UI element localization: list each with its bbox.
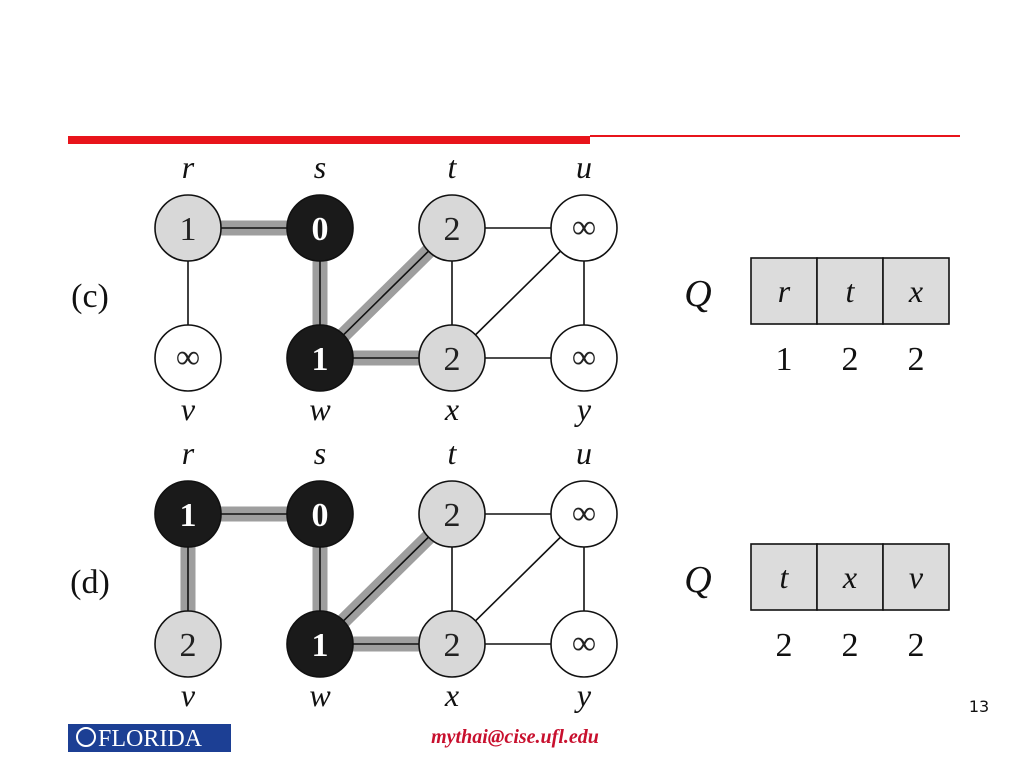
vertex-u-circle [550, 480, 618, 548]
queue-item: v [909, 559, 924, 595]
vertex-v-name: v [181, 391, 196, 427]
vertex-w-name: w [309, 677, 331, 713]
university-logo: FLORIDA [68, 724, 231, 752]
panel-label: (d) [70, 564, 110, 601]
queue-item: t [780, 559, 790, 595]
vertex-w-circle [286, 610, 354, 678]
vertex-v-distance: ∞ [176, 339, 200, 376]
vertex-x-name: x [444, 391, 459, 427]
queue-cell [750, 257, 818, 325]
queue-cell [882, 543, 950, 611]
vertex-x-distance: 2 [444, 341, 461, 378]
vertex-w-distance: 1 [312, 627, 329, 664]
queue-cell [882, 257, 950, 325]
vertex-y-circle [550, 610, 618, 678]
vertex-s-name: s [314, 149, 326, 185]
vertex-u-distance: ∞ [572, 209, 596, 246]
vertex-t-distance: 2 [444, 497, 461, 534]
vertex-s-circle [286, 194, 354, 262]
vertex-w-distance: 1 [312, 341, 329, 378]
queue-item: t [846, 273, 856, 309]
title-rule-thin [590, 135, 960, 137]
vertex-r-name: r [182, 149, 195, 185]
vertex-r-distance: 1 [180, 211, 197, 248]
vertex-w-circle [286, 324, 354, 392]
vertex-y-name: y [574, 677, 592, 713]
queue-item: x [842, 559, 857, 595]
vertex-s-name: s [314, 435, 326, 471]
queue-item: r [778, 273, 791, 309]
author-email: mythai@cise.ufl.edu [431, 726, 599, 748]
vertex-r-circle [154, 194, 222, 262]
queue-item-distance: 1 [776, 341, 793, 378]
vertex-x-name: x [444, 677, 459, 713]
vertex-t-circle [418, 194, 486, 262]
vertex-x-circle [418, 610, 486, 678]
vertex-t-name: t [448, 435, 458, 471]
vertex-u-distance: ∞ [572, 495, 596, 532]
page-number: 13 [968, 697, 990, 716]
vertex-r-circle [154, 480, 222, 548]
vertex-u-circle [550, 194, 618, 262]
title-rule [68, 135, 960, 144]
vertex-s-distance: 0 [312, 211, 329, 248]
vertex-w-name: w [309, 391, 331, 427]
queue-item-distance: 2 [908, 341, 925, 378]
queue-item-distance: 2 [908, 627, 925, 664]
vertex-u-name: u [576, 149, 592, 185]
queue-cell [816, 543, 884, 611]
queue-item-distance: 2 [842, 341, 859, 378]
logo-wordmark: FLORIDA [98, 726, 203, 752]
queue-item: x [908, 273, 923, 309]
panel-label: (c) [71, 278, 109, 315]
vertex-u-name: u [576, 435, 592, 471]
vertex-v-circle [154, 610, 222, 678]
vertex-v-name: v [181, 677, 196, 713]
title-rule-thick [68, 136, 590, 144]
vertex-s-distance: 0 [312, 497, 329, 534]
vertex-t-circle [418, 480, 486, 548]
vertex-y-name: y [574, 391, 592, 427]
vertex-t-name: t [448, 149, 458, 185]
vertex-x-circle [418, 324, 486, 392]
queue-label: Q [684, 273, 711, 315]
vertex-r-name: r [182, 435, 195, 471]
vertex-t-distance: 2 [444, 211, 461, 248]
vertex-r-distance: 1 [180, 497, 197, 534]
vertex-v-distance: 2 [180, 627, 197, 664]
vertex-y-distance: ∞ [572, 339, 596, 376]
queue-label: Q [684, 559, 711, 601]
queue-item-distance: 2 [842, 627, 859, 664]
queue-item-distance: 2 [776, 627, 793, 664]
vertex-s-circle [286, 480, 354, 548]
vertex-y-circle [550, 324, 618, 392]
vertex-y-distance: ∞ [572, 625, 596, 662]
vertex-v-circle [154, 324, 222, 392]
vertex-x-distance: 2 [444, 627, 461, 664]
seal-icon [76, 727, 96, 747]
